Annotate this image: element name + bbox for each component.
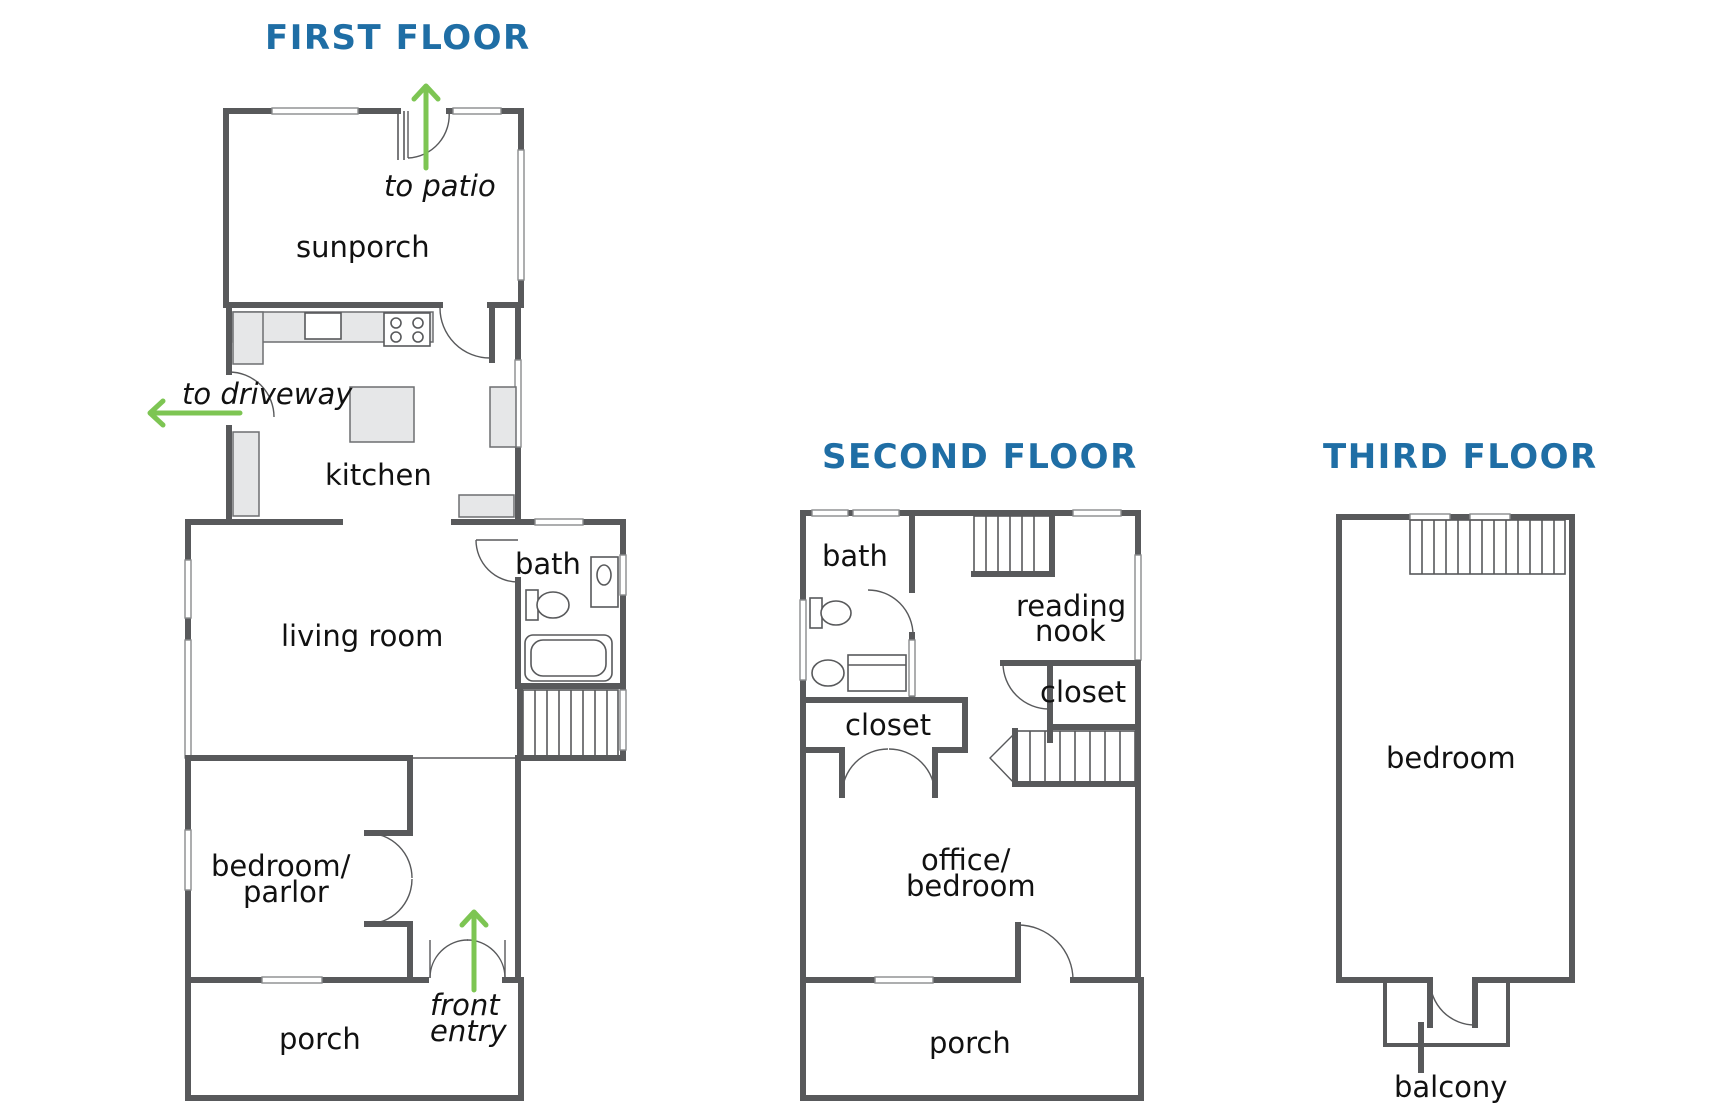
- first-floor-plan: to patio sunporch to driveway kitchen ba…: [147, 83, 627, 1101]
- first-bath-walls: [475, 518, 627, 761]
- living-room-walls: [184, 519, 521, 983]
- kitchen-label: kitchen: [325, 458, 432, 492]
- toilet-icon: [525, 589, 570, 621]
- third-floor-plan: bedroom balcony: [1336, 513, 1575, 1104]
- first-porch-walls: [185, 976, 524, 1101]
- shower-icon: [847, 654, 907, 692]
- stairs-icon: [971, 510, 1055, 577]
- sink-icon: [811, 659, 845, 687]
- stairs-icon: [989, 728, 1138, 787]
- second-bath-label: bath: [822, 539, 888, 573]
- living-room-label: living room: [281, 619, 443, 653]
- kitchen-walls: [226, 302, 522, 523]
- arrow-up-icon: [459, 909, 489, 993]
- office-bedroom-label-line1: office/: [921, 843, 1011, 877]
- second-porch-label: porch: [929, 1026, 1011, 1060]
- closet-right-label: closet: [1040, 675, 1126, 709]
- toilet-icon: [809, 597, 852, 629]
- third-bedroom-label: bedroom: [1386, 741, 1516, 775]
- front-entry-label-line2: entry: [430, 1014, 508, 1048]
- arrow-left-icon: [147, 398, 243, 428]
- bedroom-parlor-label-line1: bedroom/: [211, 849, 351, 883]
- bedroom-parlor-label-line2: parlor: [243, 875, 329, 909]
- to-patio-label: to patio: [384, 169, 496, 203]
- bedroom-parlor-walls: [185, 755, 521, 983]
- third-floor-title: THIRD FLOOR: [1323, 437, 1598, 477]
- second-floor-title: SECOND FLOOR: [822, 437, 1138, 477]
- stairs-icon: [517, 683, 626, 761]
- arrow-up-icon: [411, 83, 441, 171]
- stairs-icon: [1409, 519, 1566, 575]
- sunporch-walls: [223, 107, 525, 308]
- office-bedroom-label-line2: bedroom: [906, 869, 1036, 903]
- to-driveway-label: to driveway: [182, 377, 353, 411]
- second-floor-plan: bath reading nook closet closet office/ …: [799, 509, 1144, 1101]
- sunporch-label: sunporch: [296, 230, 430, 264]
- reading-nook-label-line2: nook: [1035, 614, 1106, 648]
- front-entry-label-line1: front: [430, 988, 501, 1022]
- kitchen-sink-icon: [304, 312, 342, 340]
- stove-icon: [383, 312, 431, 347]
- balcony-label: balcony: [1394, 1070, 1507, 1104]
- first-porch-label: porch: [279, 1022, 361, 1056]
- first-floor-title: FIRST FLOOR: [265, 18, 531, 58]
- first-bath-label: bath: [515, 547, 581, 581]
- bathtub-icon: [524, 634, 613, 682]
- closet-left-label: closet: [845, 708, 931, 742]
- reading-nook-label-line1: reading: [1016, 589, 1126, 623]
